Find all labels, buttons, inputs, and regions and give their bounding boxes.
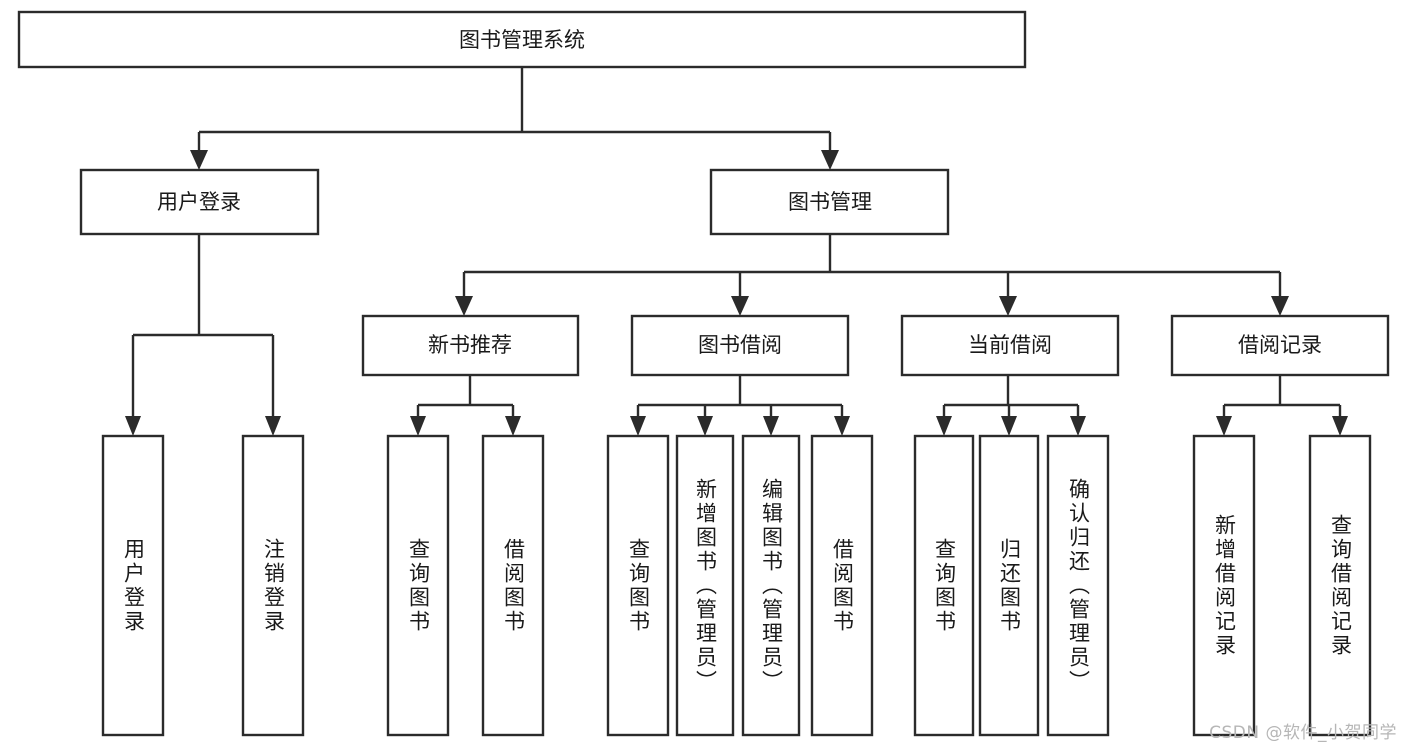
node-box-leaf-bb-add[interactable] — [675, 434, 735, 737]
node-label-book-borrow: 图书借阅 — [698, 333, 782, 357]
connector-group-borrow-record-to-leaves — [1216, 375, 1348, 436]
arrow-head-borrow-record — [1271, 296, 1289, 316]
node-box-book-manage[interactable] — [709, 168, 950, 236]
connector-group-current-borrow-to-leaves — [936, 375, 1086, 436]
arrow-head-current-borrow — [999, 296, 1017, 316]
node-box-leaf-cb-confirm[interactable] — [1046, 434, 1110, 737]
node-label-root: 图书管理系统 — [459, 28, 585, 52]
connector-group-book-manage-to-level3 — [455, 234, 1289, 316]
node-box-leaf-bb-borrow[interactable] — [810, 434, 874, 737]
node-label-book-manage: 图书管理 — [788, 190, 872, 214]
node-label-new-book-recommend: 新书推荐 — [428, 333, 512, 357]
node-box-leaf-nb-borrow[interactable] — [481, 434, 545, 737]
connector-group-book-borrow-to-leaves — [630, 375, 850, 436]
node-box-leaf-user-login[interactable] — [101, 434, 165, 737]
arrow-head-br-leaf1 — [1216, 416, 1232, 436]
node-box-leaf-logout[interactable] — [241, 434, 305, 737]
arrow-head-cb-leaf1 — [936, 416, 952, 436]
arrow-head-nb-leaf1 — [410, 416, 426, 436]
arrow-head-new-book — [455, 296, 473, 316]
node-box-leaf-cb-query[interactable] — [913, 434, 975, 737]
connector-group-user-login-to-leaves — [125, 234, 281, 436]
arrow-head-user-login — [190, 150, 208, 170]
node-label-borrow-record: 借阅记录 — [1238, 333, 1322, 357]
watermark-text: CSDN @软件_小贺同学 — [1209, 723, 1397, 743]
node-box-leaf-bb-query[interactable] — [606, 434, 670, 737]
connector-group-root-to-level2 — [190, 67, 839, 170]
arrow-head-cb-leaf3 — [1070, 416, 1086, 436]
arrow-head-cb-leaf2 — [1001, 416, 1017, 436]
node-box-root[interactable] — [17, 10, 1027, 69]
arrow-head-book-borrow — [731, 296, 749, 316]
node-box-leaf-nb-query[interactable] — [386, 434, 450, 737]
node-box-borrow-record[interactable] — [1170, 314, 1390, 377]
node-label-current-borrow: 当前借阅 — [968, 333, 1052, 357]
arrow-head-bb-leaf4 — [834, 416, 850, 436]
arrow-head-leaf-logout — [265, 416, 281, 436]
connector-group-new-book-to-leaves — [410, 375, 521, 436]
arrow-head-bb-leaf1 — [630, 416, 646, 436]
node-label-user-login: 用户登录 — [157, 190, 241, 214]
node-box-leaf-br-add[interactable] — [1192, 434, 1256, 737]
arrow-head-book-manage — [821, 150, 839, 170]
node-box-leaf-cb-return[interactable] — [978, 434, 1040, 737]
node-box-leaf-br-query[interactable] — [1308, 434, 1372, 737]
arrow-head-nb-leaf2 — [505, 416, 521, 436]
arrow-head-bb-leaf2 — [697, 416, 713, 436]
node-box-new-book-recommend[interactable] — [361, 314, 580, 377]
arrow-head-br-leaf2 — [1332, 416, 1348, 436]
node-box-book-borrow[interactable] — [630, 314, 850, 377]
node-box-user-login[interactable] — [79, 168, 320, 236]
arrow-head-bb-leaf3 — [763, 416, 779, 436]
arrow-head-leaf-user-login — [125, 416, 141, 436]
node-box-current-borrow[interactable] — [900, 314, 1120, 377]
node-box-leaf-bb-edit[interactable] — [741, 434, 801, 737]
